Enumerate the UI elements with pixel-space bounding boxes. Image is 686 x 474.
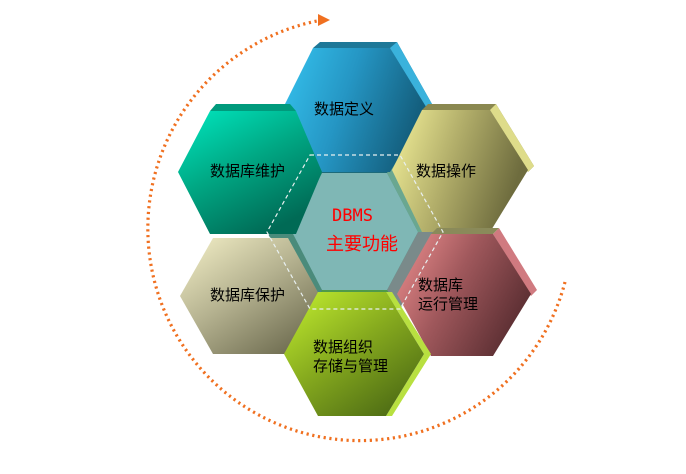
- label-line-1: 数据库: [418, 276, 464, 294]
- function-label-top: 数据定义: [314, 100, 374, 119]
- function-label-upper-right: 数据操作: [416, 162, 476, 181]
- cycle-arrow: [146, 14, 567, 443]
- label-line-2: 运行管理: [418, 295, 479, 313]
- arrow-head-icon: [318, 14, 330, 26]
- label-line: 数据操作: [416, 162, 477, 180]
- label-line: 数据库维护: [210, 162, 286, 180]
- function-label-lower-left: 数据库保护: [210, 286, 285, 305]
- label-line-1: 数据组织: [313, 338, 374, 356]
- label-line: 数据库保护: [210, 286, 286, 304]
- function-label-lower-right: 数据库 运行管理: [418, 276, 478, 314]
- hexagon-lower-right-graphic: [397, 228, 537, 356]
- function-label-bottom: 数据组织 存储与管理: [313, 338, 388, 376]
- hexagon-lower-left-graphic: [180, 238, 320, 354]
- center-title-main-functions: 主要功能: [326, 234, 398, 255]
- function-label-upper-left: 数据库维护: [210, 162, 285, 181]
- hexagon-bottom-graphic: [284, 292, 431, 416]
- label-line-2: 存储与管理: [313, 357, 389, 375]
- hexagon-top-graphic: [282, 42, 432, 172]
- label-line: 数据定义: [314, 100, 375, 118]
- center-hexagon-outline: [266, 154, 444, 310]
- hexagon-upper-left-graphic: [178, 104, 322, 234]
- center-title-dbms: DBMS: [332, 206, 373, 226]
